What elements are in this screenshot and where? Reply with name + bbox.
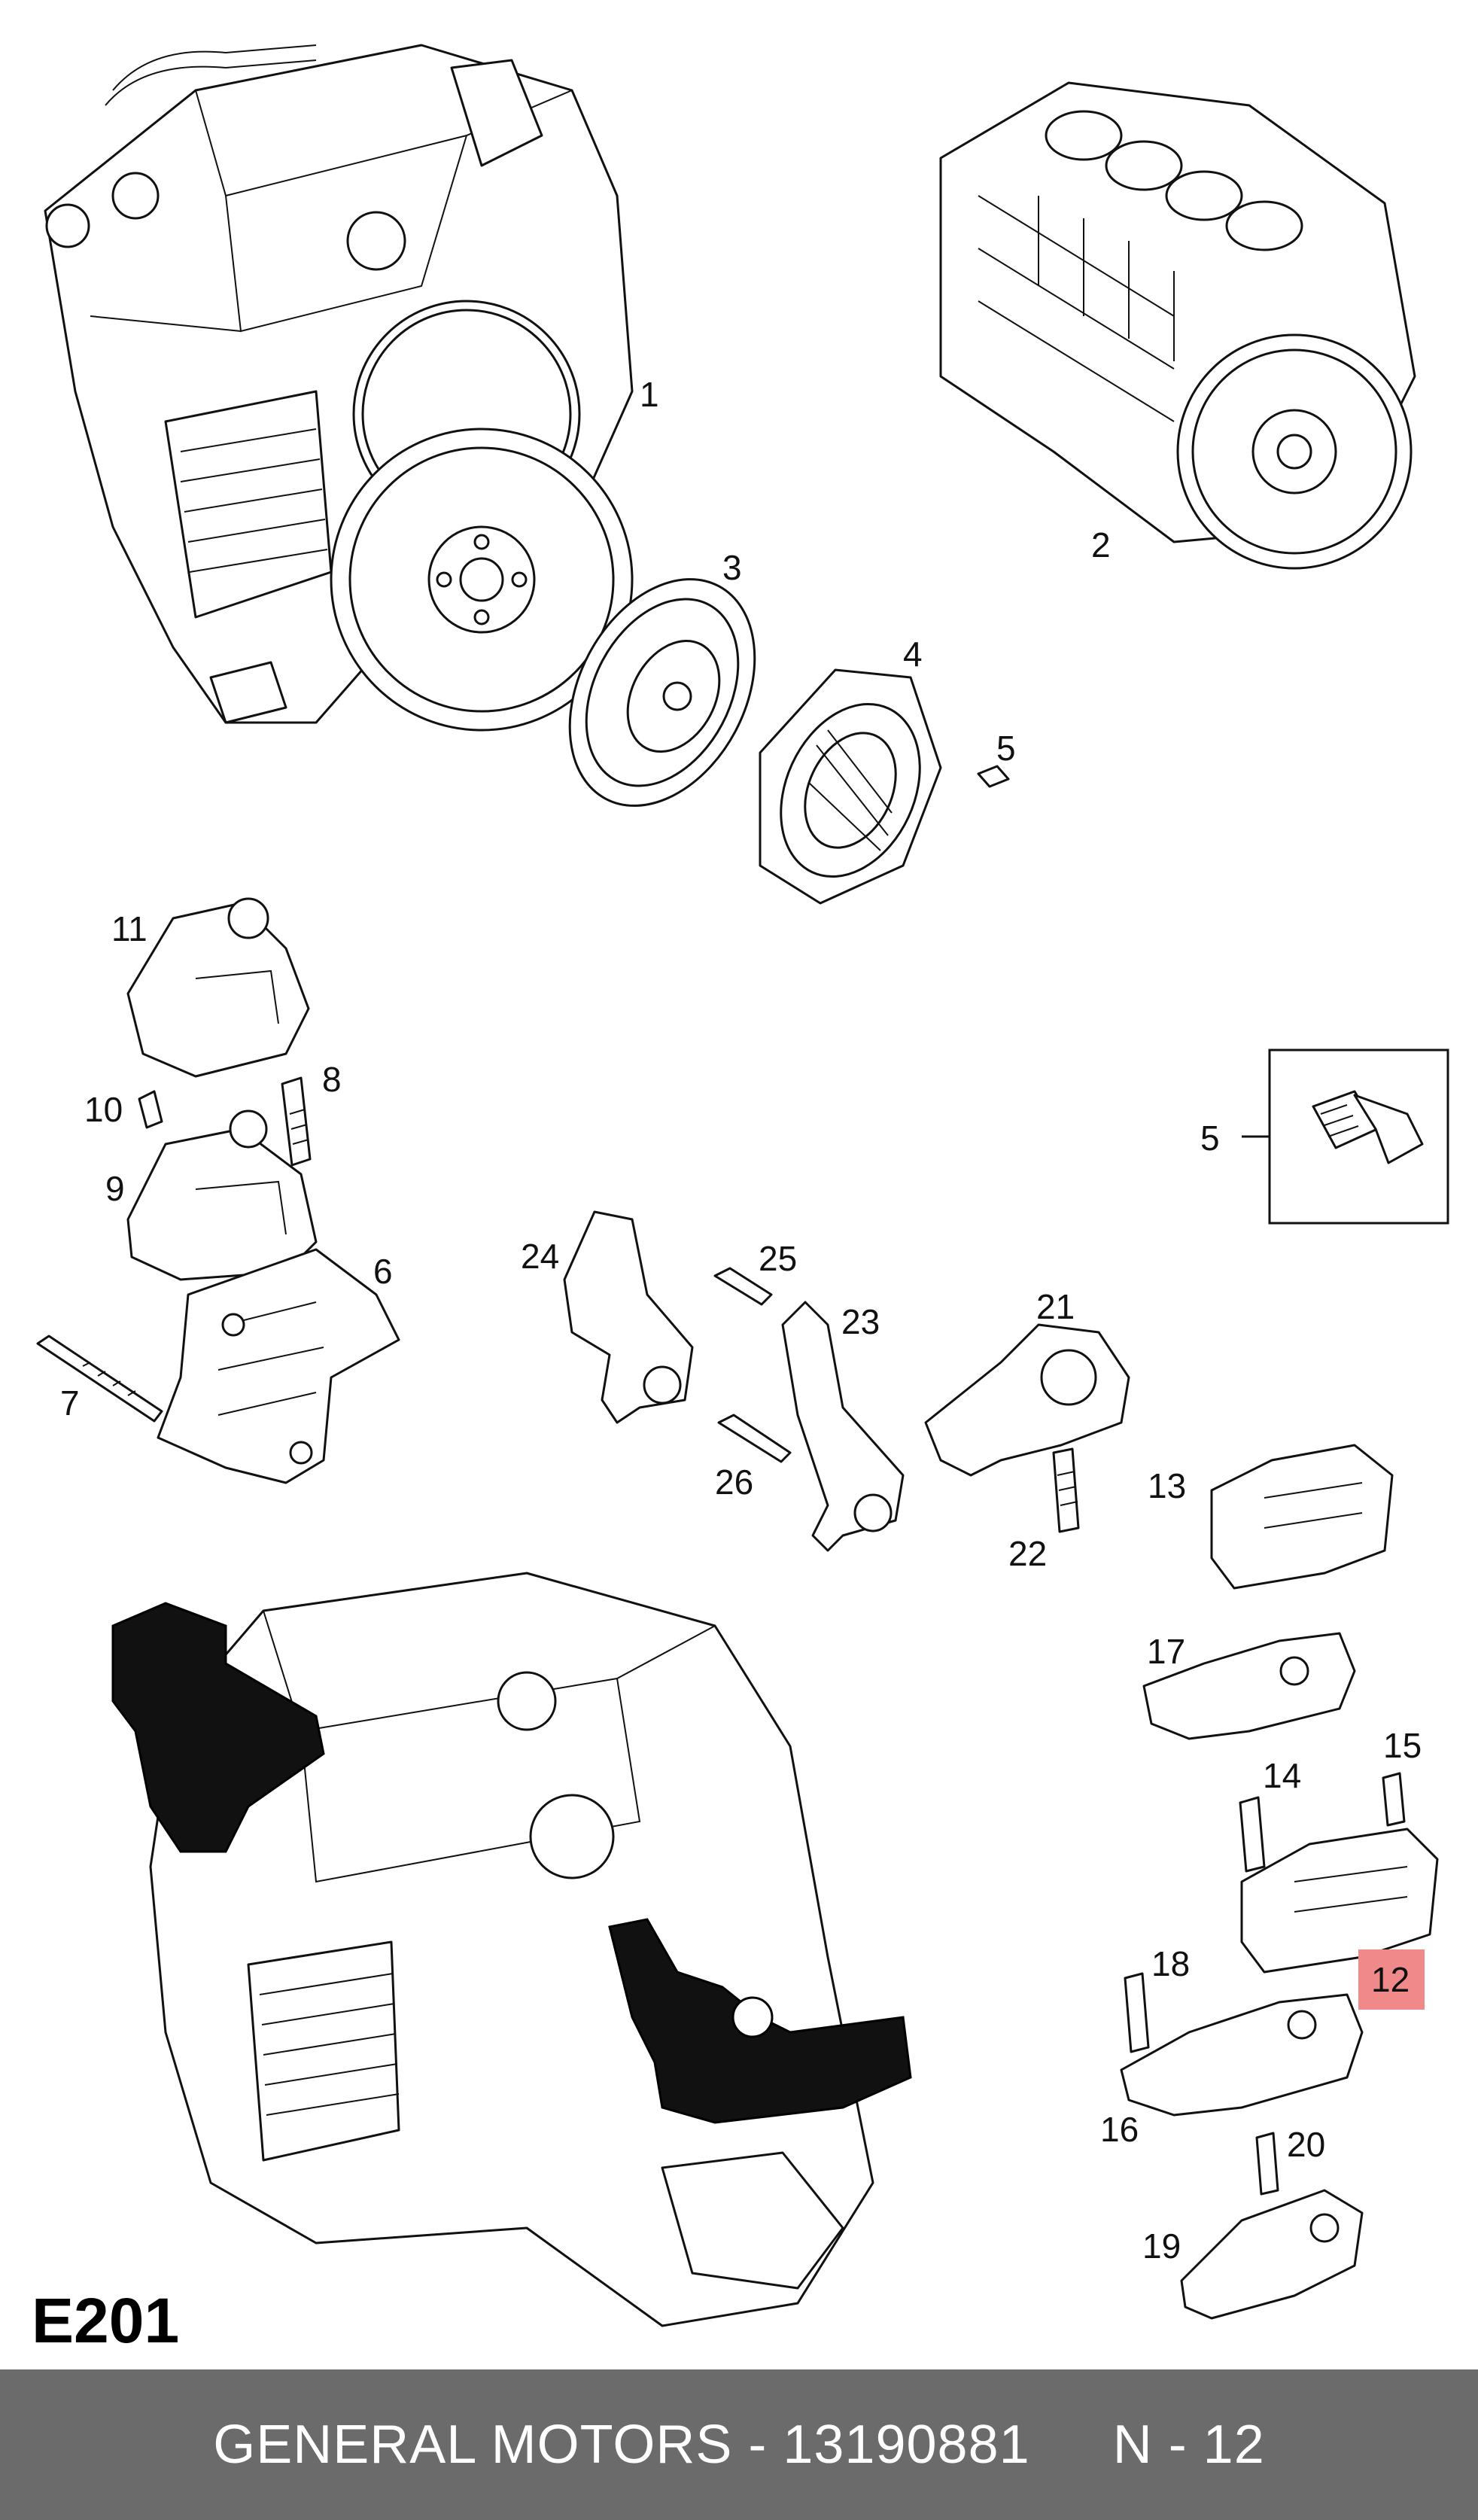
mount-12-drawing (1240, 1828, 1439, 1974)
bolt-detail-box (1242, 1048, 1449, 1225)
footer-ref: N - 12 (1112, 2415, 1265, 2475)
bolt-26-drawing (717, 1414, 792, 1463)
highlight-callout-12: 12 (1358, 1949, 1425, 2010)
callout-12: 12 (1371, 1960, 1410, 1999)
parts-diagram: 1 2 3 4 5 5 6 7 8 9 10 11 12 13 14 15 16… (32, 44, 1449, 2356)
footer-bar: GENERAL MOTORS - 13190881 N - 12 (0, 2369, 1478, 2520)
mount-13-drawing (1210, 1444, 1394, 1590)
mount-9-drawing (126, 1109, 318, 1281)
callout-9: 9 (105, 1169, 125, 1208)
callout-18: 18 (1151, 1944, 1190, 1983)
bolt-22-drawing (1052, 1447, 1080, 1533)
callout-26: 26 (715, 1462, 753, 1502)
highlight-box (1358, 1949, 1425, 2010)
callout-16: 16 (1100, 2110, 1139, 2149)
callout-6: 6 (373, 1252, 393, 1291)
callout-15: 15 (1383, 1726, 1422, 1765)
engine-assembly-drawing (44, 44, 634, 732)
callout-1: 1 (640, 375, 659, 414)
callout-19: 19 (1142, 2226, 1181, 2266)
callout-22: 22 (1008, 1534, 1047, 1573)
bolt-15-drawing (1382, 1772, 1406, 1827)
callout-25: 25 (759, 1239, 797, 1278)
bolt-18-drawing (1124, 1972, 1150, 2053)
footer-brand-part: GENERAL MOTORS - 13190881 (213, 2415, 1030, 2475)
callout-24: 24 (521, 1237, 559, 1276)
bolt-8-drawing (281, 1076, 312, 1167)
clutch-bolt-drawing (977, 765, 1010, 788)
bolt-10-drawing (138, 1090, 163, 1129)
mount-11-drawing (126, 897, 310, 1078)
bolt-25-drawing (713, 1267, 773, 1306)
bracket-16-drawing (1120, 1993, 1364, 2117)
callout-13: 13 (1148, 1466, 1186, 1505)
callout-8: 8 (322, 1060, 342, 1099)
diagram-code: E201 (32, 2285, 179, 2356)
callout-3: 3 (722, 548, 742, 587)
callout-5: 5 (996, 729, 1016, 768)
callout-21: 21 (1036, 1287, 1075, 1326)
mount-21-drawing (924, 1323, 1130, 1477)
clutch-disc-drawing (568, 578, 756, 807)
pressure-plate-drawing (759, 668, 942, 905)
bolt-14-drawing (1239, 1796, 1266, 1873)
bolt-20-drawing (1255, 2132, 1279, 2196)
installed-engine-drawing (111, 1572, 912, 2327)
callout-23: 23 (841, 1302, 880, 1341)
callout-labels: 1 2 3 4 5 5 6 7 8 9 10 11 12 13 14 15 16… (60, 375, 1425, 2266)
callout-10: 10 (84, 1090, 123, 1129)
engine-block-drawing (939, 81, 1416, 570)
callout-4: 4 (903, 635, 923, 674)
bracket-17-drawing (1142, 1632, 1356, 1740)
callout-7: 7 (60, 1383, 80, 1423)
callout-20: 20 (1287, 2125, 1325, 2164)
bracket-6-drawing (157, 1248, 400, 1484)
callout-2: 2 (1091, 525, 1111, 565)
bracket-24-drawing (563, 1210, 694, 1424)
bolt-7-drawing (36, 1335, 163, 1423)
callout-17: 17 (1147, 1632, 1185, 1671)
rod-23-drawing (781, 1301, 905, 1552)
callout-14: 14 (1263, 1756, 1301, 1795)
bracket-19-drawing (1180, 2189, 1364, 2320)
callout-11: 11 (111, 909, 147, 948)
callout-5-detail: 5 (1200, 1118, 1220, 1158)
